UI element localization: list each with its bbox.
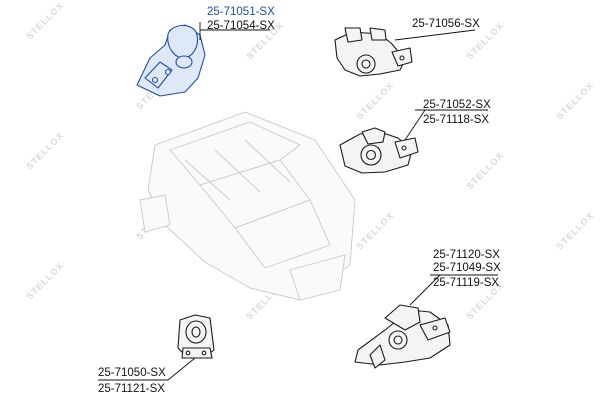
- mount-bottom-left[interactable]: [177, 314, 215, 359]
- mount-bottom-right[interactable]: [354, 304, 451, 369]
- watermark-text: STELLOX: [354, 210, 395, 251]
- leader-line: [394, 29, 476, 41]
- watermark-text: STELLOX: [464, 150, 505, 191]
- part-number-label[interactable]: 25-71052-SX: [423, 99, 491, 111]
- mount-middle-right[interactable]: [339, 127, 419, 174]
- watermark-text: STELLOX: [354, 80, 395, 121]
- part-number-label[interactable]: 25-71121-SX: [98, 383, 165, 395]
- watermark-text: STELLOX: [554, 80, 595, 121]
- engine-block-drawing: [139, 111, 356, 301]
- watermark-text: STELLOX: [554, 210, 595, 251]
- part-number-label[interactable]: 25-71051-SX: [207, 6, 275, 18]
- watermark-text: STELLOX: [24, 130, 65, 171]
- part-number-label[interactable]: 25-71049-SX: [433, 262, 501, 274]
- part-number-label[interactable]: 25-71054-SX: [207, 20, 275, 32]
- leader-line: [167, 357, 196, 381]
- part-number-label[interactable]: 25-71050-SX: [98, 367, 166, 379]
- part-number-label[interactable]: 25-71056-SX: [412, 18, 480, 30]
- leader-line: [404, 109, 426, 141]
- watermark-text: STELLOX: [24, 0, 65, 41]
- part-number-label[interactable]: 25-71118-SX: [423, 114, 489, 126]
- mount-top-left[interactable]: [136, 24, 206, 97]
- mount-top-right[interactable]: [334, 27, 413, 77]
- part-number-label[interactable]: 25-71119-SX: [433, 277, 499, 289]
- watermark-text: STELLOX: [24, 260, 65, 301]
- part-number-label[interactable]: 25-71120-SX: [433, 249, 500, 261]
- leader-line: [409, 274, 441, 306]
